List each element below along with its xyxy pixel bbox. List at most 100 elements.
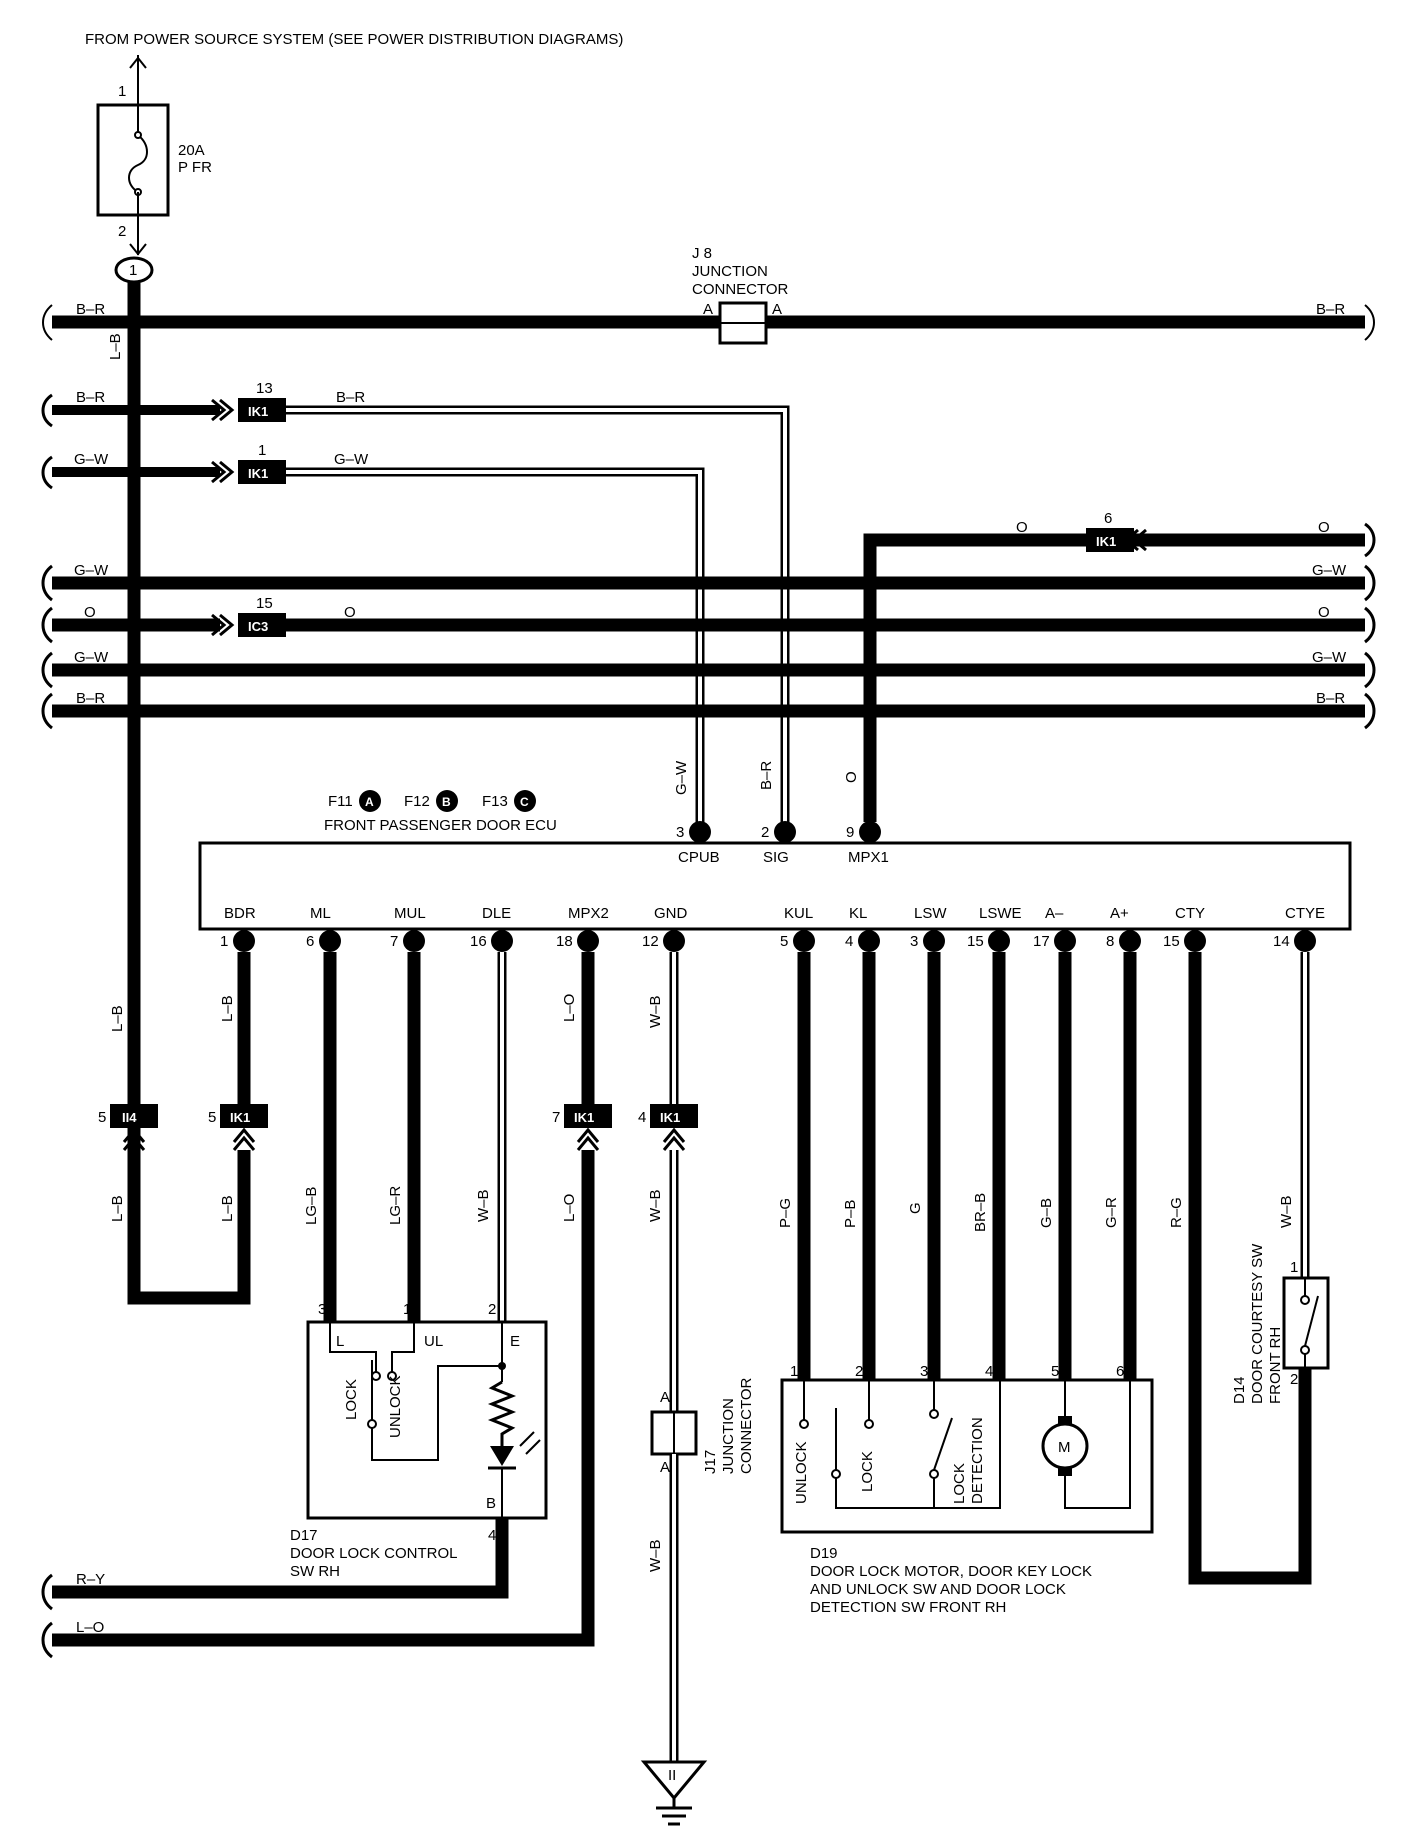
ecu-bottom-pin-conn: B xyxy=(1190,933,1201,950)
ecu-bottom-pin-name: A+ xyxy=(1110,905,1129,922)
ecu-bottom-pin-marker xyxy=(319,930,341,952)
ecu-bottom-pin-marker xyxy=(1184,930,1206,952)
fuse: 1 20A P FR 2 1 xyxy=(96,55,212,284)
ecu-bottom-pin-conn: A xyxy=(583,933,594,950)
ecu-bottom-pin-num: 7 xyxy=(390,933,398,950)
inline-conn-label: IK1 xyxy=(248,466,268,481)
ecu-bottom-pin-name: CTY xyxy=(1175,905,1205,922)
d17-switch: 3 1 2 L UL E B LOCK UNLOCK 4 D17 DOOR LO… xyxy=(52,1301,548,1599)
inline-conn-label: II4 xyxy=(122,1110,137,1125)
inline-conn-pin: 15 xyxy=(256,595,273,612)
ecu-bottom-pin-name: MPX2 xyxy=(568,905,609,922)
j17-pin-top: A xyxy=(660,1389,670,1406)
label-br-top-left: B–R xyxy=(76,301,105,318)
ecu-bottom-pin-conn: C xyxy=(799,933,810,950)
d17-line1: DOOR LOCK CONTROL xyxy=(290,1545,458,1562)
inline-conn-pin: 13 xyxy=(256,380,273,397)
d17-pin1: 1 xyxy=(403,1301,411,1318)
d19-line1: DOOR LOCK MOTOR, DOOR KEY LOCK xyxy=(810,1563,1092,1580)
ecu-top-pin-num: 3 xyxy=(676,824,684,841)
ecu-top-pin-name: MPX1 xyxy=(848,849,889,866)
label-gnd-wire-lower: W–B xyxy=(647,1539,664,1572)
inline-conn-ik1-5 xyxy=(220,1104,268,1128)
label-gw-3-right: G–W xyxy=(1312,649,1347,666)
d19-sw-unlock: UNLOCK xyxy=(793,1441,810,1504)
j8-pin-left: A xyxy=(703,301,713,318)
ecu-bottom-pin-name: MUL xyxy=(394,905,426,922)
label-lb-upper2: L–B xyxy=(219,995,236,1022)
label-mpx2-wire-upper: L–O xyxy=(561,994,578,1022)
d19-line2: AND UNLOCK SW AND DOOR LOCK xyxy=(810,1581,1066,1598)
ecu-top-pin-num: 9 xyxy=(846,824,854,841)
j8-pin-right: A xyxy=(772,301,782,318)
label-ctye-wire: W–B xyxy=(1278,1195,1295,1228)
d17-id: D17 xyxy=(290,1527,318,1544)
j8-line2: CONNECTOR xyxy=(692,281,789,298)
label-o-top-mid: O xyxy=(1016,519,1028,536)
ground-symbol: II xyxy=(640,1760,708,1826)
ecu-top-pin-marker xyxy=(689,821,711,843)
label-cty-wire: R–G xyxy=(1168,1197,1185,1228)
d14-id: D14 xyxy=(1231,1376,1248,1404)
ecu-top-pin-marker xyxy=(774,821,796,843)
ecu-bottom-pin-num: 1 xyxy=(220,933,228,950)
bus-o-2: IC3 15 O O O xyxy=(41,595,1376,644)
d17-line2: SW RH xyxy=(290,1563,340,1580)
ecu-conn-name: F12 xyxy=(404,793,430,810)
inline-conn-ik1-6 xyxy=(1086,528,1134,552)
cty-loop: R–G W–B xyxy=(1168,952,1312,1585)
d14-courtesy-switch: 1 2 D14 DOOR COURTESY SW FRONT RH xyxy=(1231,1243,1330,1404)
junction-j8: A A J 8 JUNCTION CONNECTOR xyxy=(692,245,789,345)
label-lb-upper: L–B xyxy=(109,1005,126,1032)
ecu-bottom-pin-num: 14 xyxy=(1273,933,1290,950)
inline-conn-pin: 5 xyxy=(98,1109,106,1126)
ecu-bottom-pin-conn: A xyxy=(669,933,680,950)
motor-label: M xyxy=(1058,1439,1071,1456)
j17-line1: JUNCTION xyxy=(720,1398,737,1474)
ecu-bottom-pin-name: DLE xyxy=(482,905,511,922)
bus-br-3: B–R B–R xyxy=(41,690,1376,730)
ecu-bottom-pin-num: 16 xyxy=(470,933,487,950)
ecu-bottom-pin-marker xyxy=(923,930,945,952)
ecu-bottom-pin-marker xyxy=(663,930,685,952)
splice-number: 1 xyxy=(129,262,137,279)
label-gw-2-right: G–W xyxy=(1312,562,1347,579)
ecu-bottom-pin-num: 12 xyxy=(642,933,659,950)
wire-gw-cpub: IK1 1 G–W G–W xyxy=(41,442,705,822)
ecu-top-pin-name: SIG xyxy=(763,849,789,866)
ecu-bottom-pin-num: 3 xyxy=(910,933,918,950)
ecu-bottom-pin-marker xyxy=(233,930,255,952)
bus-br-top: B–R B–R xyxy=(42,301,1375,341)
j17-line2: CONNECTOR xyxy=(738,1377,755,1474)
ecu-bottom-pin-conn: C xyxy=(325,933,336,950)
label-gw-1-left: G–W xyxy=(74,451,109,468)
label-lswe-wire: BR–B xyxy=(972,1193,989,1232)
label-br-top-right: B–R xyxy=(1316,301,1345,318)
wire-label-lb-vertical: L–B xyxy=(107,333,124,360)
d19-id: D19 xyxy=(810,1545,838,1562)
ecu-connector-legend: F11 A F12 B F13 C FRONT PASSENGER DOOR E… xyxy=(324,790,557,834)
label-gnd-wire-mid: W–B xyxy=(647,1189,664,1222)
bus-gw-3: G–W G–W xyxy=(41,649,1376,689)
ecu-bottom-pin-marker xyxy=(1054,930,1076,952)
ecu-conn-name: F11 xyxy=(328,793,353,810)
label-kl-wire: P–B xyxy=(842,1200,859,1228)
ecu-bottom-pin-marker xyxy=(793,930,815,952)
inline-conn-ii4-5 xyxy=(110,1104,158,1128)
label-gw-3-left: G–W xyxy=(74,649,109,666)
label-o-2-left: O xyxy=(84,604,96,621)
ecu-top-pin-conn: A xyxy=(865,824,876,841)
label-kul-wire: P–G xyxy=(777,1198,794,1228)
inline-conn-label: IK1 xyxy=(248,404,268,419)
ecu-bottom-pin-name: CTYE xyxy=(1285,905,1325,922)
label-ml-wire: LG–B xyxy=(303,1187,320,1225)
label-mpx1-wire: O xyxy=(843,771,860,783)
ecu-bottom-pin-name: KUL xyxy=(784,905,813,922)
d17-sw-unlock: UNLOCK xyxy=(387,1375,404,1438)
label-gw-1-mid: G–W xyxy=(334,451,369,468)
d17-term-b: B xyxy=(486,1495,496,1512)
d14-line2: FRONT RH xyxy=(1267,1327,1284,1404)
ecu-bottom-pin-marker xyxy=(988,930,1010,952)
ecu-top-pin-num: 2 xyxy=(761,824,769,841)
